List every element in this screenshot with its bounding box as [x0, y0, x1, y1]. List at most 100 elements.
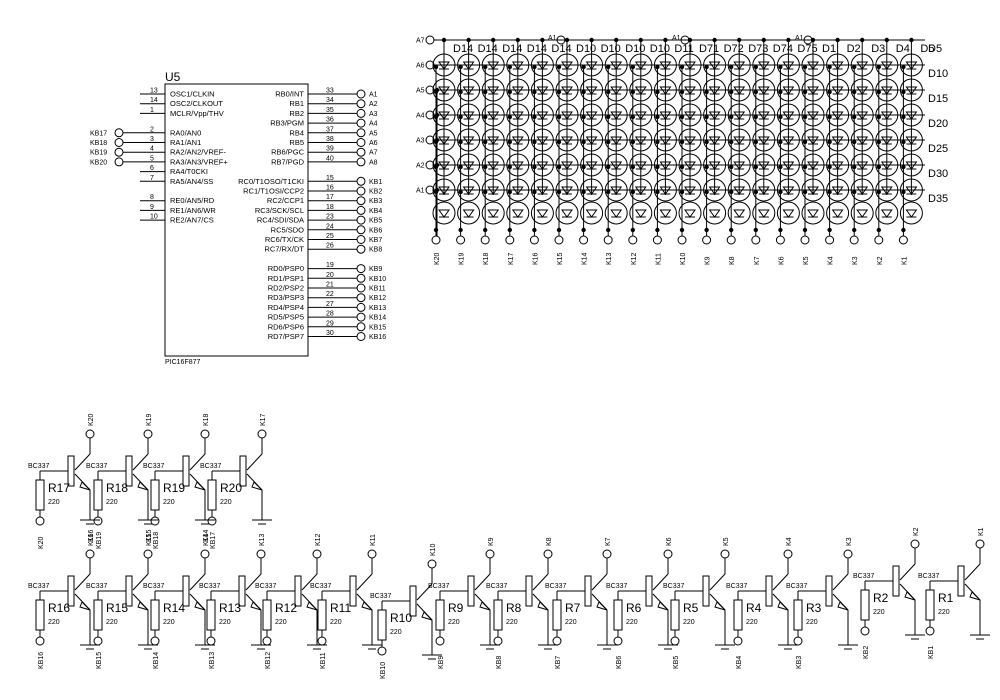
resistor-value: 220: [48, 499, 60, 506]
net-port: [356, 283, 366, 293]
led-diode-icon: [807, 161, 819, 170]
led-body: [506, 201, 530, 225]
led-body: [776, 78, 800, 102]
collector-port: [312, 549, 322, 559]
resistor-body: [793, 599, 803, 631]
collector-port: [85, 429, 95, 439]
led-diode-icon: [757, 161, 770, 170]
led-body: [899, 178, 923, 202]
column-port: [702, 235, 712, 245]
mcu-pin-number: 3: [150, 136, 154, 143]
column-port-label: K2: [877, 256, 884, 265]
net-port: [356, 302, 366, 312]
led-diode-icon: [733, 186, 746, 195]
mcu-pin-name: RB3/PGM: [270, 119, 304, 128]
mcu-pin-number: 40: [326, 155, 334, 162]
led-diode-icon: [634, 161, 647, 170]
transistor-base: [825, 575, 833, 607]
column-port: [825, 235, 835, 245]
resistor-body: [150, 599, 160, 631]
wire: [245, 573, 262, 591]
junction-dot: [581, 89, 586, 95]
wire: [416, 583, 433, 601]
led-diode-icon: [757, 136, 770, 145]
led-diode-icon: [708, 161, 721, 170]
led-diode-icon: [561, 86, 573, 95]
base-label: KB19: [96, 532, 103, 549]
junction-dot: [778, 189, 783, 195]
led-body: [506, 178, 530, 202]
junction-dot: [458, 64, 463, 70]
led-body: [875, 153, 899, 177]
led-body: [530, 78, 554, 102]
led-diode-icon: [585, 209, 598, 218]
led-label: D11: [674, 43, 693, 55]
net-port: [356, 128, 366, 138]
wire: [189, 573, 206, 591]
junction-dot: [630, 139, 635, 145]
led-diode-icon: [684, 86, 696, 95]
wire: [832, 573, 849, 591]
transistor-base: [525, 575, 533, 607]
net-label: A4: [369, 121, 378, 128]
led-diode-icon: [634, 136, 647, 145]
led-diode-icon: [561, 209, 573, 218]
led-diode-icon: [585, 86, 598, 95]
led-diode-icon: [659, 136, 672, 145]
base-port: [435, 636, 445, 646]
led-body: [530, 128, 554, 152]
collector-label: K20: [88, 413, 95, 426]
junction-dot: [606, 64, 611, 70]
led-body: [604, 178, 628, 202]
column-port: [751, 235, 761, 245]
row-port-label: A4: [416, 113, 425, 120]
led-diode-icon: [585, 61, 598, 70]
led-diode-icon: [733, 61, 746, 70]
junction-dot: [679, 114, 685, 120]
led-body: [629, 178, 653, 202]
led-diode-icon: [905, 136, 918, 145]
junction-dot: [827, 139, 832, 145]
transistor-part-label: BC337: [200, 463, 222, 470]
led-diode-icon: [561, 111, 573, 120]
led-diode-icon: [782, 209, 795, 218]
led-diode-icon: [438, 86, 450, 95]
base-label: K20: [38, 536, 45, 549]
net-label: KB12: [369, 295, 386, 302]
led-body: [776, 153, 800, 177]
mcu-pin-name: RA1/AN1: [170, 138, 201, 147]
wire: [74, 453, 91, 471]
resistor-ref: R14: [163, 601, 185, 615]
mcu-pin-name: RD7/PSP7: [268, 332, 304, 341]
led-body: [457, 178, 481, 202]
mcu-pin-name: RC7/RX/DT: [264, 245, 304, 254]
led-body: [432, 201, 456, 225]
led-diode-icon: [831, 86, 844, 95]
mcu-pin-name: RC2/CCP1: [267, 196, 304, 205]
led-body: [580, 128, 604, 152]
led-body: [801, 53, 825, 77]
led-body: [899, 78, 923, 102]
led-body: [506, 78, 530, 102]
junction-dot: [655, 114, 660, 120]
mcu-pin-name: RB0/INT: [275, 90, 304, 99]
column-port-label: K15: [557, 252, 564, 265]
led-body: [875, 53, 899, 77]
junction-dot: [581, 164, 586, 170]
net-label: KB14: [369, 315, 386, 322]
junction-dot: [802, 227, 808, 233]
mcu-pin-number: 24: [326, 223, 334, 230]
collector-label: K17: [260, 413, 267, 426]
column-port-label: K4: [828, 256, 835, 265]
column-port: [480, 235, 490, 245]
collector-label: K15: [146, 533, 153, 546]
led-diode-icon: [831, 61, 844, 70]
net-port: [356, 99, 366, 109]
mcu-pin-name: RA2/AN2/VREF-: [170, 148, 226, 157]
led-diode-icon: [757, 111, 770, 120]
junction-dot: [581, 64, 586, 70]
resistor-ref: R10: [390, 611, 412, 625]
led-body: [727, 128, 751, 152]
transistor-part-label: BC337: [28, 583, 50, 590]
